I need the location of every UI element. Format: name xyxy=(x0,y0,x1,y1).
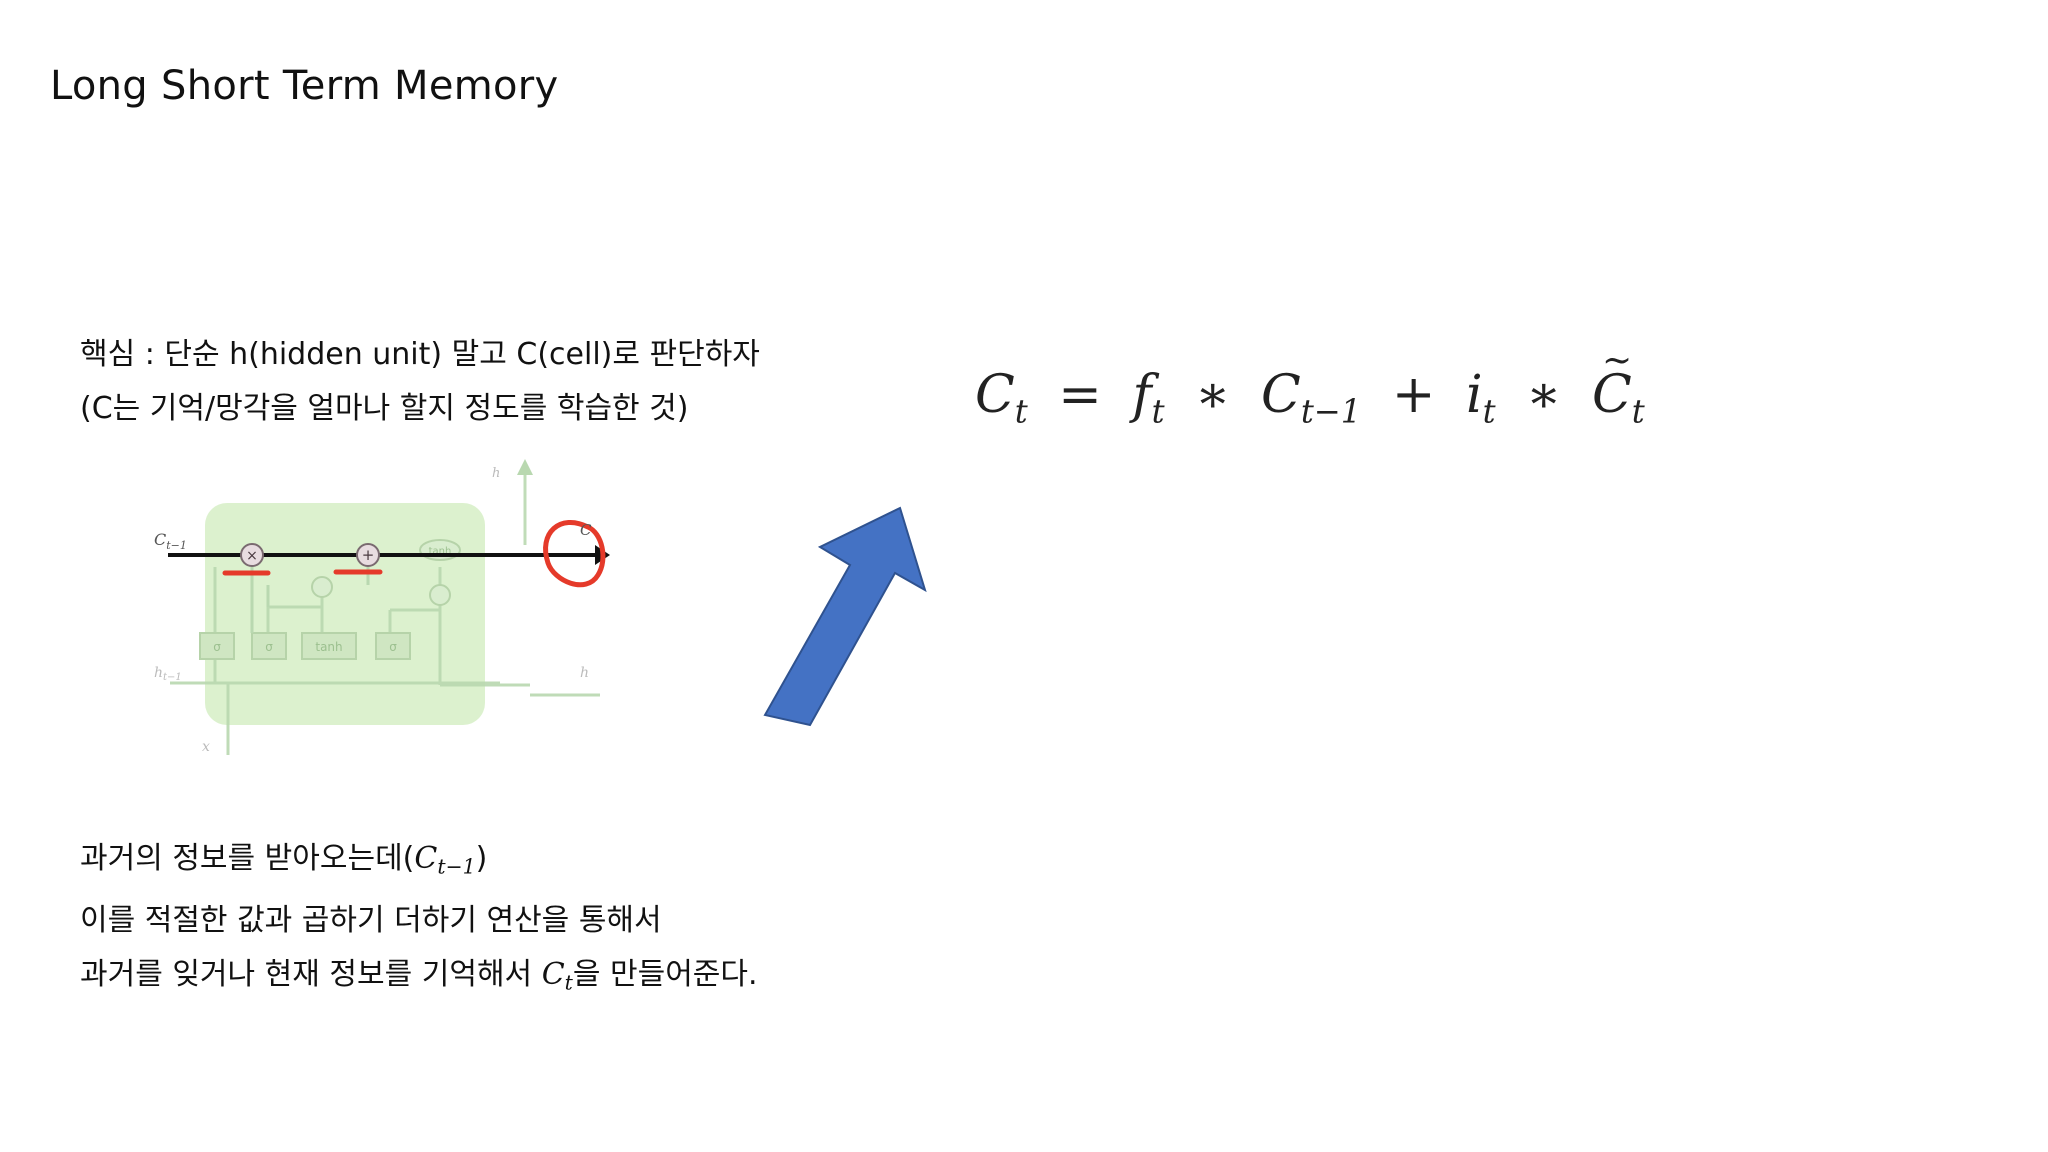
formula-c-prev-sub: t−1 xyxy=(1300,392,1362,431)
label-c-prev: C xyxy=(154,530,166,549)
label-xt: x xyxy=(202,739,210,755)
explanation-line-3-pre: 과거를 잊거나 현재 정보를 기억해서 xyxy=(80,956,542,992)
key-point-text: 핵심 : 단순 h(hidden unit) 말고 C(cell)로 판단하자 … xyxy=(80,328,760,436)
svg-text:ht−1: ht−1 xyxy=(154,665,182,683)
svg-text:+: + xyxy=(362,546,375,564)
explanation-text: 과거의 정보를 받아오는데(Ct−1) 이를 적절한 값과 곱하기 더하기 연산… xyxy=(80,832,758,1009)
explanation-line-1-post: ) xyxy=(475,841,488,876)
gate-labels: σ σ tanh σ xyxy=(213,640,397,654)
label-h-prev: h xyxy=(154,665,163,681)
slide-title: Long Short Term Memory xyxy=(50,63,559,109)
lstm-cell-diagram: σ σ tanh σ tanh × + xyxy=(140,455,620,765)
formula-c-tilde-sub: t xyxy=(1631,392,1645,431)
formula-lhs: C xyxy=(975,365,1015,425)
label-c-prev-sub: t−1 xyxy=(166,539,187,552)
explanation-line-2: 이를 적절한 값과 곱하기 더하기 연산을 통해서 xyxy=(80,902,662,938)
key-point-line-1: 핵심 : 단순 h(hidden unit) 말고 C(cell)로 판단하자 xyxy=(80,337,760,372)
formula-lhs-sub: t xyxy=(1014,392,1028,431)
svg-text:×: × xyxy=(246,548,258,564)
formula-equals: = xyxy=(1058,365,1102,425)
explanation-line-3-post: 을 만들어준다. xyxy=(572,956,758,992)
explanation-line-3: 과거를 잊거나 현재 정보를 기억해서 Ct을 만들어준다. xyxy=(80,948,758,1010)
lstm-diagram-svg: σ σ tanh σ tanh × + xyxy=(154,459,610,755)
faded-tanh-label: tanh xyxy=(429,546,452,557)
arrow-svg xyxy=(763,506,927,727)
formula-input-sub: t xyxy=(1482,392,1496,431)
blue-arrow-shape xyxy=(750,500,940,750)
gate-label-forget: σ xyxy=(213,640,221,654)
explanation-line-1: 과거의 정보를 받아오는데(Ct−1) xyxy=(80,832,758,894)
explanation-line-3-sub: t xyxy=(564,970,573,995)
formula-input: i xyxy=(1465,365,1483,425)
formula-forget: f xyxy=(1132,365,1152,425)
gate-label-output: σ xyxy=(389,640,397,654)
gate-label-candidate: tanh xyxy=(315,640,342,654)
arrow-polygon xyxy=(763,506,927,727)
explanation-line-1-var: C xyxy=(414,841,438,876)
internal-wiring xyxy=(170,465,600,755)
input-add-op xyxy=(356,543,380,567)
red-circle-ct xyxy=(543,519,606,588)
diagram-labels: Ct−1 C h ht−1 h x xyxy=(154,466,592,755)
formula-mul-2: ∗ xyxy=(1526,365,1562,425)
forget-multiply-op xyxy=(240,543,264,567)
svg-text:Ct−1: Ct−1 xyxy=(154,530,187,552)
label-ht-right: h xyxy=(580,665,589,681)
key-point-line-2: (C는 기억/망각을 얼마나 할지 정도를 학습한 것) xyxy=(80,391,689,426)
formula-c-tilde: C xyxy=(1592,326,1632,430)
explanation-line-3-var: C xyxy=(541,956,565,992)
formula-forget-sub: t xyxy=(1151,392,1165,431)
cell-state-formula: Ct = ft ∗ Ct−1 + it ∗ Ct xyxy=(975,326,1645,446)
formula-c-prev: C xyxy=(1261,365,1301,425)
label-ht-top: h xyxy=(492,466,500,481)
ht-output-arrowhead xyxy=(517,459,533,475)
gate-label-input: σ xyxy=(265,640,273,654)
explanation-line-1-sub: t−1 xyxy=(437,854,476,879)
formula-plus: + xyxy=(1391,365,1436,425)
gate-boxes xyxy=(199,632,411,660)
label-ct: C xyxy=(580,521,592,539)
cell-box xyxy=(205,503,485,725)
explanation-line-1-pre: 과거의 정보를 받아오는데( xyxy=(80,841,415,876)
formula-mul-1: ∗ xyxy=(1195,365,1231,425)
label-h-prev-sub: t−1 xyxy=(163,672,182,683)
